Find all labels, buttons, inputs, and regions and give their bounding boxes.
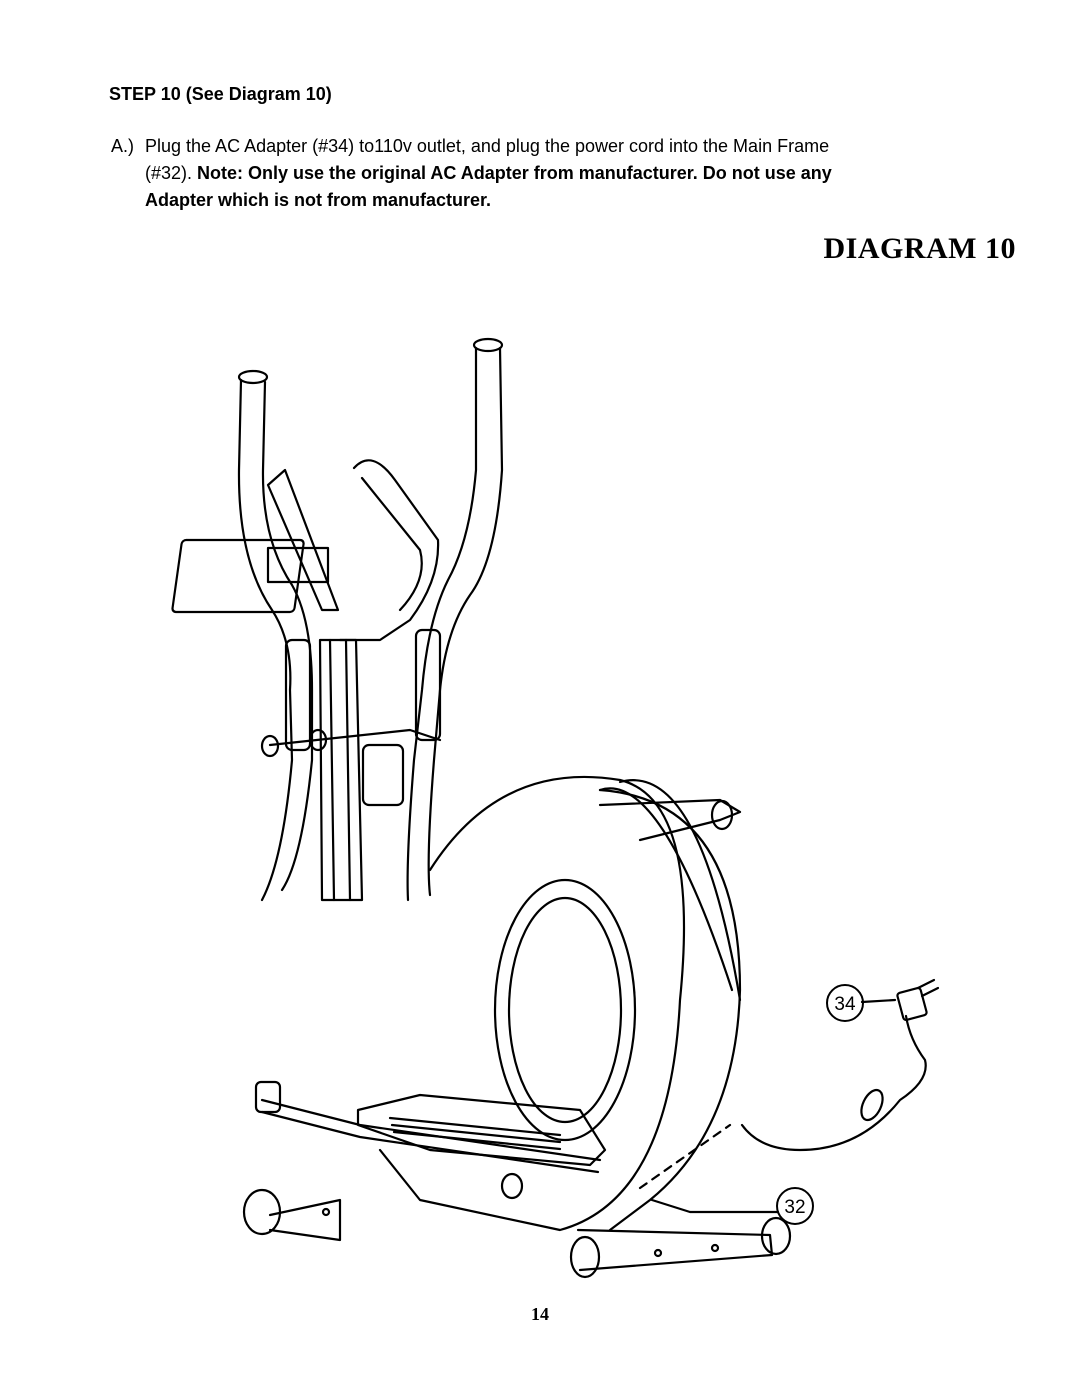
ac-adapter [740,978,940,1152]
instruction-paragraph: A.) Plug the AC Adapter (#34) to110v outl… [111,133,991,214]
left-handlebar [237,369,314,902]
instruction-line-2: (#32). [145,163,198,183]
instruction-note-cont: Adapter which is not from manufacturer. [145,190,492,210]
diagram-title: DIAGRAM 10 [823,232,1016,265]
callout-34: 34 [826,984,864,1022]
flywheel-housing [378,775,742,1232]
right-handlebar [406,337,504,902]
callout-34-label: 34 [834,994,856,1015]
callout-32-label: 32 [784,1197,805,1218]
console-and-fixed-handle [171,459,440,902]
rear-arm [598,798,742,842]
callout-32: 32 [776,1187,814,1225]
page-number: 14 [531,1304,549,1324]
step-heading: STEP 10 (See Diagram 10) [109,84,332,104]
instruction-line-1: Plug the AC Adapter (#34) to110v outlet,… [145,136,830,156]
instruction-note: Note: Only use the original AC Adapter f… [197,163,832,183]
base-frame [242,1080,792,1279]
pivot-assembly [260,728,442,807]
instruction-label: A.) [111,136,135,156]
